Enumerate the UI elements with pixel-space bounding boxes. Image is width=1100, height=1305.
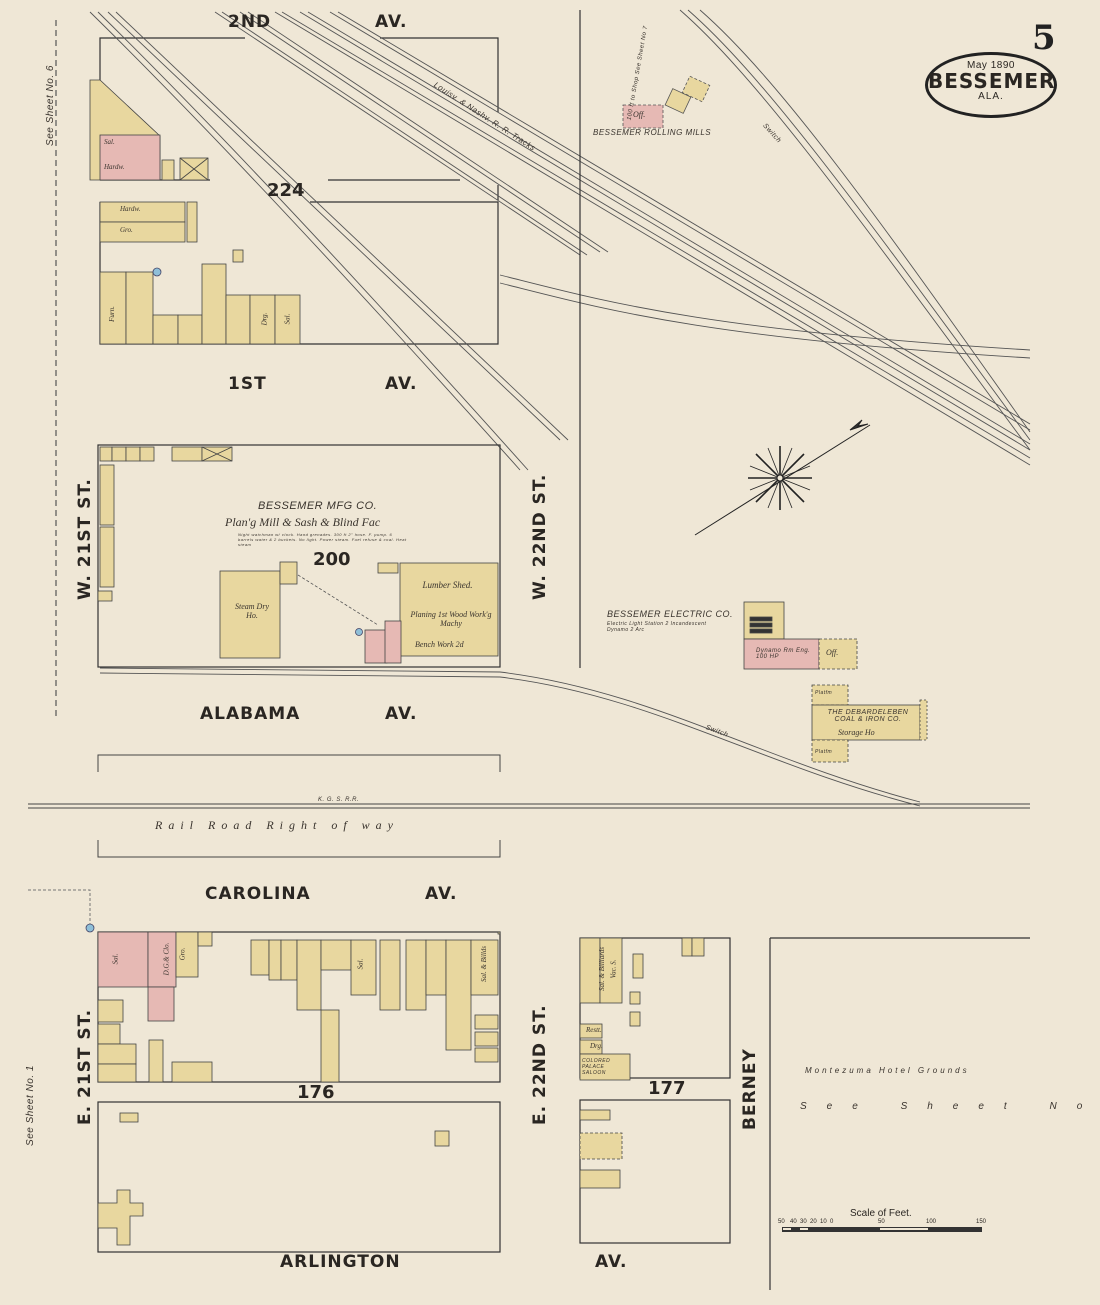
block-number-224: 224 (267, 180, 305, 201)
street-1st-av-prefix: 1ST (228, 374, 267, 394)
building-label: D.G.& Clo. (162, 942, 171, 976)
street-arlington-av: ARLINGTON (280, 1252, 401, 1272)
scale-tick: 50 (878, 1219, 885, 1225)
building-label: Sal. (283, 313, 292, 325)
right-of-way-label: Rail Road Right of way (155, 818, 399, 832)
dynamo-room-label: Dynamo Rm Eng. 100 HP (756, 648, 811, 660)
electric-office-label: Off. (826, 648, 839, 657)
see-sheet-1: See Sheet No. 1 (24, 1065, 36, 1146)
building-label: Drg. (590, 1042, 603, 1050)
building-label: Sal. (111, 953, 120, 965)
rolling-mills (622, 75, 711, 129)
building-label: Restt. (586, 1026, 602, 1034)
street-alabama-av-suffix: AV. (385, 704, 418, 724)
switch-track (99, 667, 921, 803)
storage-label: Storage Ho (838, 728, 875, 737)
electric-co-buildings (743, 601, 858, 670)
block-number-176: 176 (297, 1082, 335, 1103)
street-carolina-av-suffix: AV. (425, 884, 458, 904)
hydrant-icon (85, 923, 95, 933)
scale-tick: 10 (820, 1219, 827, 1225)
city-name: BESSEMER (928, 69, 1056, 93)
north-arrow-icon (694, 419, 871, 536)
building-label: Hardw. (104, 163, 125, 171)
bench-work-label: Bench Work 2d (415, 640, 464, 649)
colored-palace-label: COLORED PALACE SALOON (582, 1058, 611, 1076)
building-label: Sal. (104, 138, 115, 146)
street-alabama-av: ALABAMA (200, 704, 301, 724)
scale-label: Scale of Feet. (850, 1208, 912, 1219)
scale-tick: 50 (778, 1219, 785, 1225)
rr-label: K. G. S. R.R. (318, 797, 360, 803)
platform-label-south: Platfm (815, 749, 833, 755)
building-label: Furn. (107, 306, 116, 322)
electric-co-label: BESSEMER ELECTRIC CO. (607, 609, 734, 619)
block-number-177: 177 (648, 1078, 686, 1099)
street-w22nd: W. 22ND ST. (530, 473, 550, 600)
block-200 (97, 444, 501, 668)
hydrant-icon (355, 628, 363, 636)
buildings-176-south (97, 1112, 450, 1246)
buildings-177 (579, 937, 705, 1189)
scale-bar (782, 1227, 982, 1232)
buildings-224-south (99, 201, 301, 345)
scale-tick: 100 (926, 1219, 937, 1225)
rolling-mills-office: Off. (633, 110, 646, 119)
building-label: Sal. & Billds (479, 946, 488, 982)
mfg-co-sub: Plan'g Mill & Sash & Blind Fac (225, 515, 381, 529)
street-1st-av-suffix: AV. (385, 374, 418, 394)
building-label: Hardw. (120, 205, 141, 213)
building-label: Vac. S. (609, 959, 618, 979)
lumber-shed-label: Lumber Shed. (422, 580, 473, 590)
buildings-200 (97, 446, 499, 659)
planing-label: Planing 1st Wood Work'g Machy (410, 610, 492, 628)
title-cartouche: May 1890 BESSEMER ALA. (925, 52, 1057, 118)
buildings-224-north (89, 79, 209, 181)
montezuma-ref: See Sheet No 7 (800, 1101, 1100, 1112)
state-name: ALA. (978, 91, 1004, 102)
sheet-number: 5 (1032, 18, 1056, 58)
scale-tick: 20 (810, 1219, 817, 1225)
street-e22nd: E. 22ND ST. (530, 1004, 550, 1125)
building-label: Gro. (178, 947, 187, 961)
building-label: Gro. (120, 226, 133, 234)
scale-tick: 150 (976, 1219, 987, 1225)
hydrant-icon (152, 267, 162, 277)
conveyor (297, 574, 379, 626)
boiler-house (364, 620, 402, 664)
scale-tick: 0 (830, 1219, 834, 1225)
scale-tick: 40 (790, 1219, 797, 1225)
electric-co-sub: Electric Light Station 2 Incandescent Dy… (607, 621, 707, 633)
montezuma-label: Montezuma Hotel Grounds (805, 1066, 970, 1075)
street-2nd-av-prefix: 2ND (228, 12, 272, 32)
map-date: May 1890 (967, 60, 1015, 71)
debardeleben-buildings (811, 684, 928, 763)
platform-label-north: Platfm (815, 690, 833, 696)
mfg-co-notes: Night watchman w/ clock. Hand grenades. … (238, 532, 407, 547)
see-sheet-6: See Sheet No. 6 (44, 65, 56, 146)
building-label: Sal. & Billiards (597, 947, 606, 991)
street-e21st: E. 21ST ST. (75, 1008, 95, 1125)
mfg-co-label: BESSEMER MFG CO. (258, 500, 378, 512)
right-of-way (28, 754, 1030, 858)
scale-tick: 30 (800, 1219, 807, 1225)
building-label: Drg. (260, 312, 269, 326)
street-w21st: W. 21ST ST. (75, 478, 95, 600)
street-2nd-av-suffix: AV. (375, 12, 408, 32)
building-label: Sal. (356, 958, 365, 970)
rolling-mills-label: BESSEMER ROLLING MILLS (593, 128, 712, 137)
steam-dry-ho-label: Steam Dry Ho. (235, 602, 269, 620)
block-number-200: 200 (313, 549, 351, 570)
street-berney: BERNEY (740, 1048, 760, 1130)
buildings-176 (97, 931, 501, 1083)
street-carolina-av: CAROLINA (205, 884, 311, 904)
street-arlington-av-suffix: AV. (595, 1252, 628, 1272)
debardeleben-label: THE DEBARDELEBEN COAL & IRON CO. (827, 709, 909, 723)
